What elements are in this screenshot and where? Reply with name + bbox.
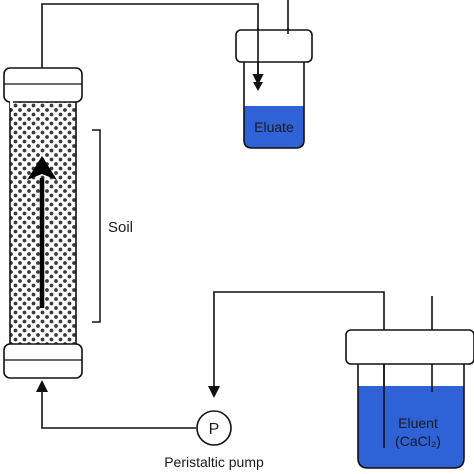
tube-pump-to-column <box>41 390 196 429</box>
eluate-vessel <box>243 58 305 149</box>
flow-arrow-into-pump <box>208 386 220 398</box>
upward-flow-arrow-head <box>27 156 57 180</box>
eluent-label-line2: (CaCl₂) <box>395 433 441 449</box>
tube-eluent-to-pump <box>213 291 385 396</box>
eluate-label: Eluate <box>254 119 294 135</box>
column-side-left-top <box>10 100 13 108</box>
pump-label: Peristaltic pump <box>164 454 264 470</box>
eluate-inflow-arrow <box>253 82 263 91</box>
tubing <box>41 0 433 429</box>
eluent-vessel <box>357 360 465 469</box>
eluent-lid <box>345 329 474 365</box>
eluate-beaker: Eluate <box>235 28 313 149</box>
eluent-beaker: Eluent (CaCl₂) <box>345 329 474 469</box>
eluent-label-line1: Eluent <box>398 415 438 431</box>
column-bottom-cap <box>3 343 83 379</box>
peristaltic-pump: P Peristaltic pump <box>164 410 264 470</box>
pump-symbol: P <box>209 421 220 438</box>
flow-arrow-into-column <box>36 380 48 392</box>
pump-circle <box>196 410 232 446</box>
soil-label: Soil <box>108 219 133 236</box>
soil-bracket <box>92 129 101 323</box>
column-top-cap <box>3 67 83 103</box>
soil-column <box>3 67 83 379</box>
eluate-lid <box>235 29 313 63</box>
tube-column-to-eluate <box>41 3 259 68</box>
eluate-liquid <box>244 106 304 148</box>
